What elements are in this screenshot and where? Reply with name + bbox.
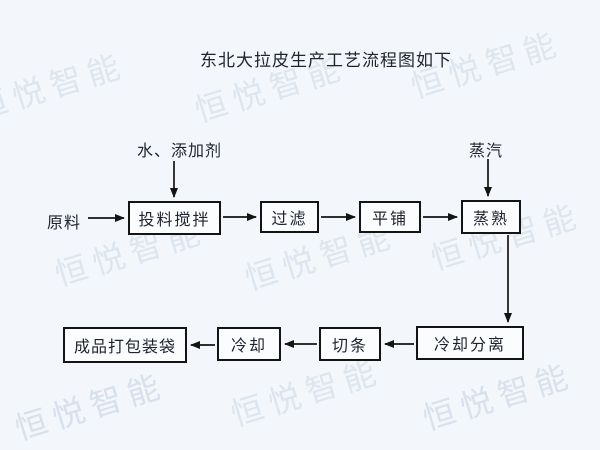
watermark: 恒悦智能 xyxy=(418,356,579,437)
diagram-title: 东北大拉皮生产工艺流程图如下 xyxy=(200,51,452,70)
label-water-additives: 水、添加剂 xyxy=(137,143,223,160)
node-cutting: 切条 xyxy=(319,327,381,361)
node-spreading: 平铺 xyxy=(359,201,421,233)
watermark: 恒悦智能 xyxy=(0,46,131,127)
node-filtering: 过滤 xyxy=(260,201,319,233)
node-steaming: 蒸熟 xyxy=(461,200,521,234)
label-raw-material: 原料 xyxy=(47,215,82,232)
node-packing: 成品打包装袋 xyxy=(63,327,187,363)
node-cooling: 冷却 xyxy=(217,327,281,361)
label-steam: 蒸汽 xyxy=(469,143,504,160)
node-cooling-separation: 冷却分离 xyxy=(416,326,524,360)
node-mixing: 投料搅拌 xyxy=(128,201,221,235)
watermark: 恒悦智能 xyxy=(10,366,171,447)
